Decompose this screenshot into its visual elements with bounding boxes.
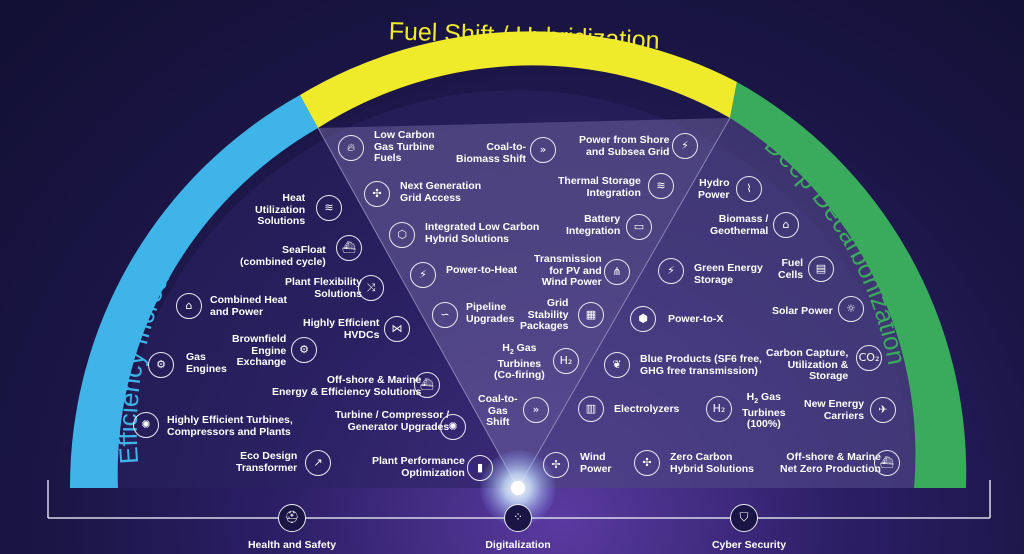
label-h2-turbines-cofiring: H2 Gas Turbines (Co-firing) <box>494 342 545 382</box>
label-seafloat: SeaFloat (combined cycle) <box>240 244 326 268</box>
label-integrated-hybrid: Integrated Low Carbon Hybrid Solutions <box>425 221 540 245</box>
pylon-icon: ⋔ <box>604 259 630 285</box>
label-efficient-turbines: Highly Efficient Turbines, Compressors a… <box>167 414 293 438</box>
label-ccus: Carbon Capture, Utilization & Storage <box>766 347 849 382</box>
pipeline-icon: ∽ <box>432 302 458 328</box>
label-coal-biomass: Coal-to- Biomass Shift <box>456 141 527 165</box>
h2-icon: H₂ <box>706 396 732 422</box>
ship-icon: ⛴ <box>336 235 362 261</box>
label-digitalization: Digitalization <box>485 539 551 551</box>
digital-icon: ⁘ <box>504 504 532 532</box>
label-plant-performance: Plant Performance Optimization <box>372 455 465 479</box>
label-biomass-geothermal: Biomass / Geothermal <box>710 213 769 237</box>
right-wedge <box>518 118 916 488</box>
label-hydro: Hydro Power <box>698 177 730 201</box>
engine-icon: ⚙ <box>148 352 174 378</box>
decarbonization-arc <box>730 82 967 488</box>
label-combined-heat: Combined Heat and Power <box>210 294 288 318</box>
zero-carbon-icon: ✣ <box>634 450 660 476</box>
label-cyber-security: Cyber Security <box>711 539 787 551</box>
shuffle-icon: ⤨ <box>358 275 384 301</box>
wind-icon: ✢ <box>543 452 569 478</box>
label-grid-stability: Grid Stability Packages <box>520 297 569 332</box>
label-coal-gas: Coal-to- Gas Shift <box>478 393 518 428</box>
shield-icon: ⛉ <box>730 504 758 532</box>
fuel-shift-arc <box>300 31 737 129</box>
label-health-safety: Health and Safety <box>247 539 337 551</box>
marine-icon: ⛴ <box>874 450 900 476</box>
green-storage-icon: ⚡ <box>658 258 684 284</box>
hvdc-icon: ⋈ <box>384 316 410 342</box>
solar-icon: ☼ <box>838 296 864 322</box>
hydro-icon: ⌇ <box>736 176 762 202</box>
label-blue-products: Blue Products (SF6 free, GHG free transm… <box>640 353 762 377</box>
power-x-icon: ⬢ <box>630 306 656 332</box>
label-new-energy-carriers: New Energy Carriers <box>804 398 865 422</box>
fuel-cell-icon: ▤ <box>808 256 834 282</box>
gas-shift-icon: » <box>523 397 549 423</box>
label-eco-design: Eco Design Transformer <box>236 450 298 474</box>
label-transmission: Transmission for PV and Wind Power <box>534 253 602 288</box>
label-power-to-heat: Power-to-Heat <box>446 264 518 276</box>
grid-stability-icon: ▦ <box>578 302 604 328</box>
coil-icon: ≋ <box>316 195 342 221</box>
label-wind: Wind Power <box>580 451 612 475</box>
label-thermal-storage: Thermal Storage Integration <box>558 175 641 199</box>
chart-up-icon: ↗ <box>305 450 331 476</box>
label-turbine-upgrades: Turbine / Compressor / Generator Upgrade… <box>335 409 450 433</box>
bar-chart-icon: ▮ <box>467 455 493 481</box>
label-power-from-shore: Power from Shore and Subsea Grid <box>579 134 670 158</box>
label-marine-net-zero: Off-shore & Marine Net Zero Production <box>780 451 881 475</box>
label-offshore-efficiency: Off-shore & Marine Energy & Efficiency S… <box>272 374 422 398</box>
label-battery: Battery Integration <box>566 213 621 237</box>
label-brownfield: Brownfield Engine Exchange <box>232 333 287 368</box>
inner-dome <box>118 90 914 488</box>
center-cone <box>318 118 730 488</box>
heat-icon: ≋ <box>648 173 674 199</box>
power-heat-icon: ⚡ <box>410 262 436 288</box>
label-hvdc: Highly Efficient HVDCs <box>303 317 380 341</box>
vessel-icon: ⛴ <box>414 372 440 398</box>
label-gas-engines: Gas Engines <box>186 351 227 375</box>
label-green-storage: Green Energy Storage <box>694 262 763 286</box>
co2-icon: CO₂ <box>856 345 882 371</box>
energy-carrier-icon: ✈ <box>870 397 896 423</box>
hybrid-icon: ⬡ <box>389 222 415 248</box>
label-pipeline: Pipeline Upgrades <box>466 301 515 325</box>
battery-icon: ▭ <box>626 214 652 240</box>
h2-icon: H₂ <box>553 348 579 374</box>
turbine-icon: ✺ <box>133 412 159 438</box>
label-solar: Solar Power <box>772 305 833 317</box>
shore-power-icon: ⚡ <box>672 133 698 159</box>
efficiency-arc <box>69 95 318 488</box>
geothermal-icon: ⌂ <box>773 212 799 238</box>
engine-exchange-icon: ⚙ <box>291 337 317 363</box>
label-low-carbon-fuels: Low Carbon Gas Turbine Fuels <box>374 129 435 164</box>
label-plant-flexibility: Plant Flexibility Solutions <box>285 276 363 300</box>
label-electrolyzers: Electrolyzers <box>614 403 680 415</box>
turbine-upgrade-icon: ✺ <box>440 414 466 440</box>
flame-icon: 🔥︎ <box>338 135 364 161</box>
grid-icon: ✣ <box>364 181 390 207</box>
chp-icon: ⌂ <box>176 293 202 319</box>
label-zero-carbon: Zero Carbon Hybrid Solutions <box>670 451 754 475</box>
label-heat-utilization: Heat Utilization Solutions <box>255 192 306 227</box>
label-next-gen-grid: Next Generation Grid Access <box>400 180 482 204</box>
leaf-hand-icon: ❦ <box>604 352 630 378</box>
label-h2-turbines-100: H2 Gas Turbines (100%) <box>742 391 786 431</box>
hard-hat-icon: ⛑ <box>278 504 306 532</box>
label-fuel-cells: Fuel Cells <box>778 257 804 281</box>
biomass-icon: » <box>530 137 556 163</box>
label-power-to-x: Power-to-X <box>668 313 724 325</box>
electrolyzer-icon: ▥ <box>578 396 604 422</box>
